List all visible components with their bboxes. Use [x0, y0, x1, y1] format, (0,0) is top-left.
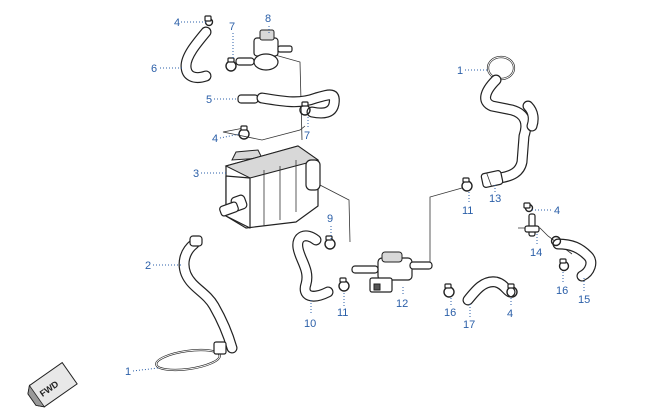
vent-hose-mid — [237, 89, 340, 119]
callout-5: 5 — [206, 94, 212, 106]
purge-valve-top — [235, 29, 293, 71]
tee-fitting — [524, 213, 540, 237]
forward-direction-badge: FWD — [27, 361, 78, 408]
clamp-ring-top — [486, 55, 516, 81]
purge-hose-left — [292, 230, 334, 302]
connector-tube — [480, 170, 504, 188]
vent-hose-upper — [180, 26, 212, 84]
callout-7: 7 — [229, 21, 235, 33]
callout-4: 4 — [554, 205, 560, 217]
callout-3: 3 — [193, 168, 199, 180]
callout-4: 4 — [174, 17, 180, 29]
outlet-hose-right — [552, 238, 597, 282]
callout-10: 10 — [304, 318, 316, 330]
callout-11: 11 — [337, 307, 348, 319]
callout-1: 1 — [125, 366, 131, 378]
charcoal-canister — [219, 145, 321, 229]
short-hose-lower — [462, 276, 516, 306]
spring-clamps — [204, 15, 570, 298]
callout-4: 4 — [212, 133, 218, 145]
callout-7: 7 — [304, 130, 310, 142]
callout-16: 16 — [556, 285, 568, 297]
filler-vent-hose — [480, 74, 539, 184]
callout-15: 15 — [578, 294, 590, 306]
callout-12: 12 — [396, 298, 408, 310]
callout-4: 4 — [507, 308, 513, 320]
callout-14: 14 — [530, 247, 542, 259]
callout-17: 17 — [463, 319, 475, 331]
callout-16: 16 — [444, 307, 456, 319]
callout-1: 1 — [457, 65, 463, 77]
callout-8: 8 — [265, 13, 271, 25]
callout-6: 6 — [151, 63, 157, 75]
canister-drain-hose — [178, 235, 238, 354]
callout-2: 2 — [145, 260, 151, 272]
callout-numbers: 4 7 8 6 5 4 7 3 9 2 10 11 12 1 1 11 13 4… — [125, 13, 590, 378]
clamp-ring-bottom — [155, 341, 227, 372]
callout-11: 11 — [462, 205, 473, 217]
callout-9: 9 — [327, 213, 333, 225]
callout-leaders — [132, 21, 585, 372]
purge-solenoid-valve — [351, 251, 433, 293]
callout-13: 13 — [489, 193, 501, 205]
